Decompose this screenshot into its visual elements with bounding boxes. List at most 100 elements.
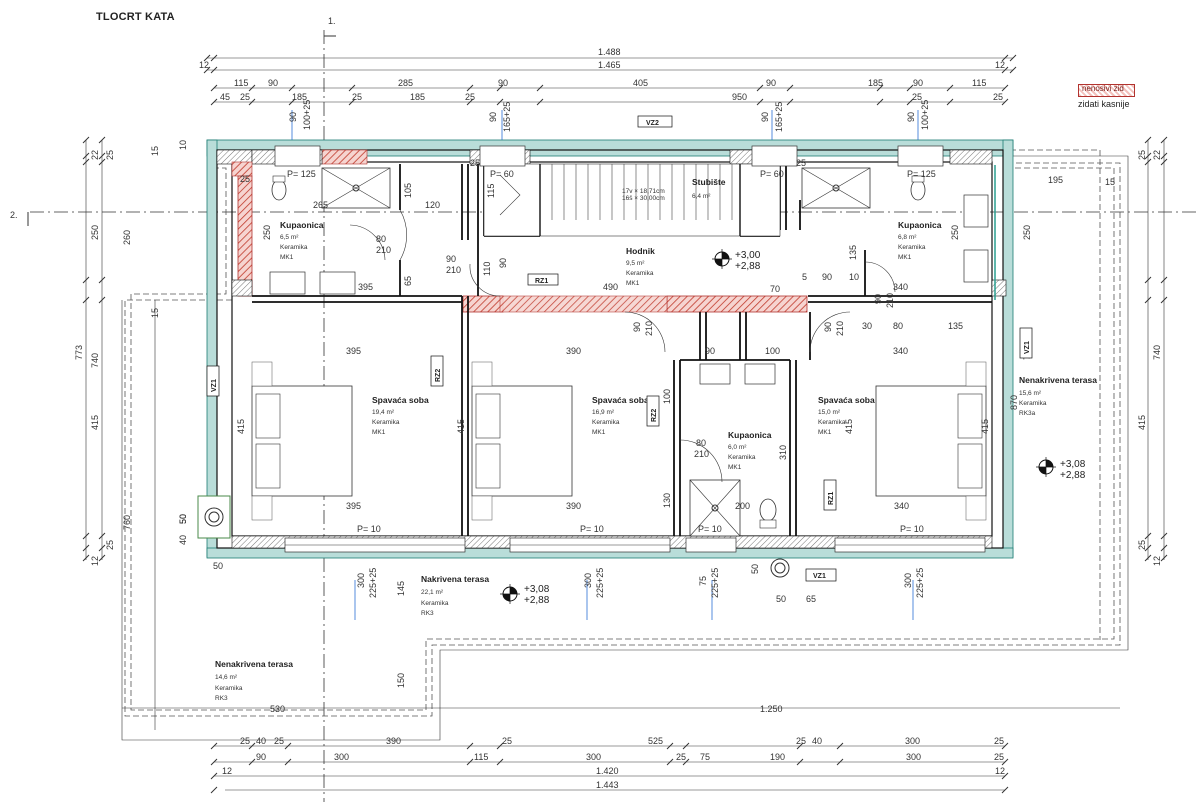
dim-tick [1001,772,1009,780]
idim-120: 120 [425,200,440,210]
idim-100: 100 [662,389,672,404]
window-label-p125-left: P= 125 [287,169,316,179]
idim-25-a: 25 [470,158,480,168]
dim-tick [98,554,106,562]
fixtures [197,167,989,578]
idim-340-mid: 340 [893,346,908,356]
tag-vz2: VZ2 [646,120,659,127]
room-code: MK1 [898,254,912,261]
dim-top-total1: 1.488 [598,47,621,57]
idim-25-b: 25 [796,158,806,168]
dim-right-8: 12 [1152,556,1162,566]
dim-top-row4-8: 25 [993,92,1003,102]
dim-tick [82,276,90,284]
window-label-p10-4: P= 10 [900,524,924,534]
dim-left-10: 15 [150,146,160,156]
dim-tick [1001,66,1009,74]
dim-tick [876,98,884,106]
room-floor: Keramika [372,419,400,426]
window-w90-1: 90 [288,112,298,122]
door-labels: 80 210 90 210 90 210 90 210 90 210 80 21… [376,234,895,459]
idim-130: 130 [662,493,672,508]
window-label-p10-2: P= 10 [580,524,604,534]
axis-2-label: 2. [10,210,18,220]
dim-top-row3-2: 285 [398,78,413,88]
dim-tick [348,84,356,92]
idim-490: 490 [603,282,618,292]
idim-70: 70 [770,284,780,294]
dim-tick [284,758,292,766]
room-name: Hodnik [626,246,655,256]
dim-tick [210,66,218,74]
dim-tick [98,158,106,166]
tag-rz1-right: RZ1 [828,492,835,505]
room-area: 19,4 m² [372,409,395,416]
dim-bottom-row1-3: 390 [386,736,401,746]
left-insulation [206,139,218,558]
idim-145: 145 [396,581,406,596]
room-floor: Keramika [592,419,620,426]
room-code: RK3 [215,695,228,702]
room-labels: Kupaonica 6,5 m² Keramika MK1 Stubište 6… [215,177,1097,702]
dim-tick [466,98,474,106]
window-w90-4: 90 [906,112,916,122]
dim-tick [248,98,256,106]
dim-tick [1160,276,1168,284]
dim-tick [98,544,106,552]
dim-top-row4-2: 185 [292,92,307,102]
staircase: 17v × 18,71cm 16š × 30,00cm [483,163,781,237]
level-top: +3,08 [1060,459,1086,470]
dim-right-5: 415 [1137,415,1147,430]
dim-top-edge-left: 12 [199,60,209,70]
room-name: Stubište [692,177,726,187]
level-marker-east-terrace: +3,08 +2,88 [1036,457,1086,481]
idim-395-mid: 395 [346,346,361,356]
window-w165-1: 165+25 [502,102,512,132]
tag-rz1-top: RZ1 [535,278,548,285]
idim-90-hall: 90 [498,258,508,268]
window-w225-4: 225+25 [915,568,925,598]
right-insulation [1002,139,1014,558]
dim-tick [203,66,211,74]
window-w225-2: 225+25 [595,568,605,598]
idim-135-v: 135 [848,245,858,260]
dim-top-row4-1: 25 [240,92,250,102]
idim-100-wc: 100 [765,346,780,356]
room-code: MK1 [592,429,606,436]
dim-bottom-row2-8: 25 [994,752,1004,762]
dim-top-row4-6: 950 [732,92,747,102]
level-markers: +3,00 +2,88 +3,08 +2,88 +3,08 +2,88 [500,249,1086,606]
room-name: Spavaća soba [592,395,649,405]
window-w225-3: 225+25 [710,568,720,598]
dim-right-0: 22 [1152,150,1162,160]
room-name: Kupaonica [898,220,942,230]
room-area: 16,9 m² [592,409,615,416]
dim-top-row3-3: 90 [498,78,508,88]
window-w165-2: 165+25 [774,102,784,132]
dim-bottom-row2-3: 300 [586,752,601,762]
window-label-p10-1: P= 10 [357,524,381,534]
window-label-p60-left: P= 60 [490,169,514,179]
room-kupaonica-3: Kupaonica 6,0 m² Keramika MK1 [728,430,772,471]
dim-tick [666,758,674,766]
dim-top-row3-5: 90 [766,78,776,88]
room-name: Kupaonica [280,220,324,230]
dim-tick [836,758,844,766]
dim-left-14: 40 [178,535,188,545]
room-floor: Keramika [818,419,846,426]
dim-bottom-row2-1: 300 [334,752,349,762]
idim-65: 65 [403,276,413,286]
dim-top-row3-1: 90 [268,78,278,88]
dim-tick [288,84,296,92]
door-h210-3: 210 [644,321,654,336]
dim-tick [786,98,794,106]
dim-tick [1001,98,1009,106]
room-floor: Keramika [626,270,654,277]
window-w225-1: 225+25 [368,568,378,598]
dim-bottom-row1-4: 25 [502,736,512,746]
dim-tick [1144,554,1152,562]
dim-left-6: 415 [90,415,100,430]
dim-tick [1160,532,1168,540]
dim-tick [82,296,90,304]
plan-title: TLOCRT KATA [96,11,175,23]
